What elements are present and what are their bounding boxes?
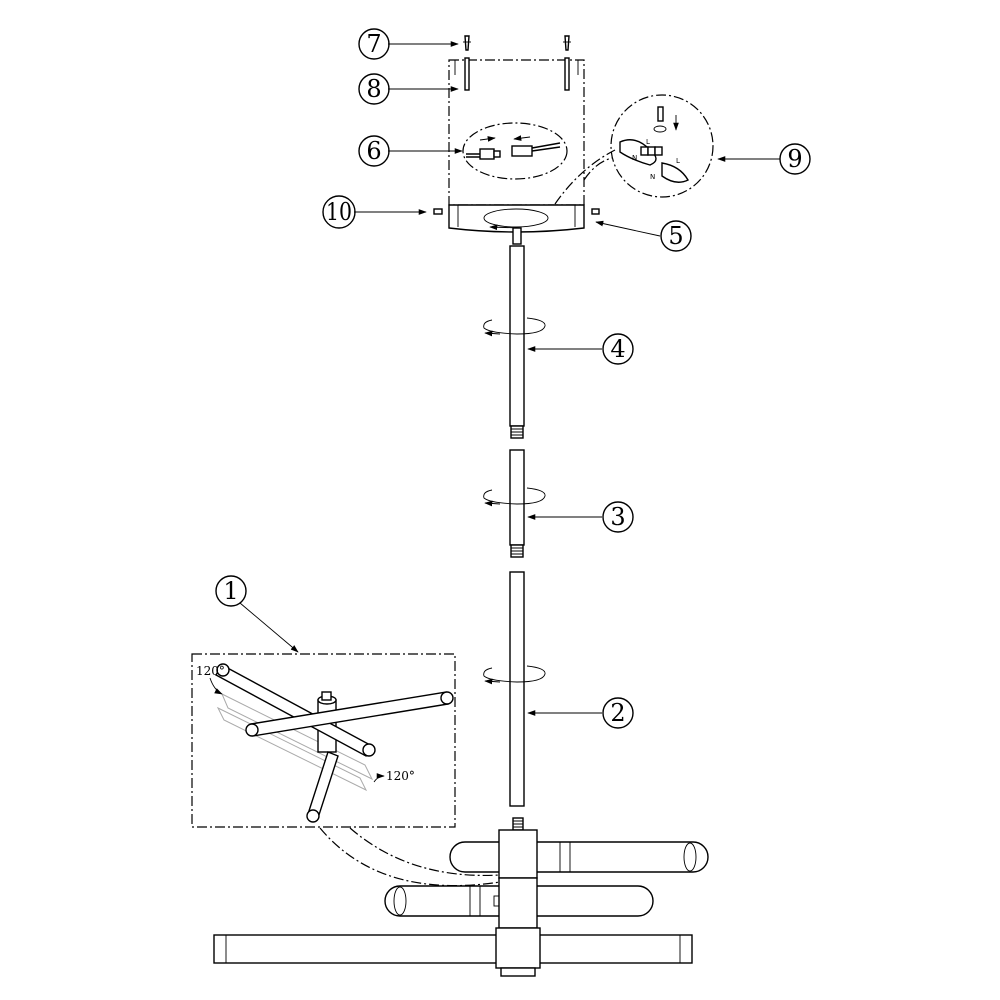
connector-detail-part-6 <box>462 122 568 180</box>
callout-9: 9 <box>779 143 811 175</box>
callout-7-number: 7 <box>366 30 381 58</box>
callout-3-number: 3 <box>610 503 625 531</box>
callout-1: 1 <box>215 575 247 607</box>
rotation-detail-box-part-1: 120° 120° <box>191 653 456 828</box>
fixture-assembly <box>213 817 709 977</box>
callout-leaders <box>239 41 780 716</box>
callout-8-number: 8 <box>366 75 381 103</box>
callout-4: 4 <box>602 333 634 365</box>
set-screw-part-10 <box>433 208 600 215</box>
callout-7: 7 <box>358 28 390 60</box>
callout-8: 8 <box>358 73 390 105</box>
angle-label-bottom: 120° <box>386 769 415 783</box>
detail-leader-line-inner <box>349 827 501 877</box>
callout-2-number: 2 <box>610 699 625 727</box>
callout-3: 3 <box>602 501 634 533</box>
wall-plug-part-8 <box>464 57 570 91</box>
detail-leader-line-outer <box>319 827 501 887</box>
callout-2: 2 <box>602 697 634 729</box>
callout-5-number: 5 <box>668 222 683 250</box>
callout-6: 6 <box>358 135 390 167</box>
wire-n-label: N <box>650 173 655 181</box>
callout-9-number: 9 <box>787 145 802 173</box>
callout-10: 10 <box>322 195 356 229</box>
angle-label-top: 120° <box>196 664 225 678</box>
callout-10-number: 10 <box>326 198 352 226</box>
terminal-n-label: N <box>632 154 637 162</box>
rod-part-4 <box>483 227 546 439</box>
callout-1-number: 1 <box>223 577 238 605</box>
rod-part-3 <box>483 449 546 558</box>
wiring-detail-part-9: N L N L <box>554 94 714 205</box>
callout-5: 5 <box>660 220 692 252</box>
callout-6-number: 6 <box>366 137 381 165</box>
rod-part-2 <box>483 571 546 807</box>
wire-l-label: L <box>676 157 680 165</box>
callout-4-number: 4 <box>610 335 625 363</box>
terminal-l-label: L <box>646 138 650 146</box>
screw-part-7 <box>463 35 571 51</box>
